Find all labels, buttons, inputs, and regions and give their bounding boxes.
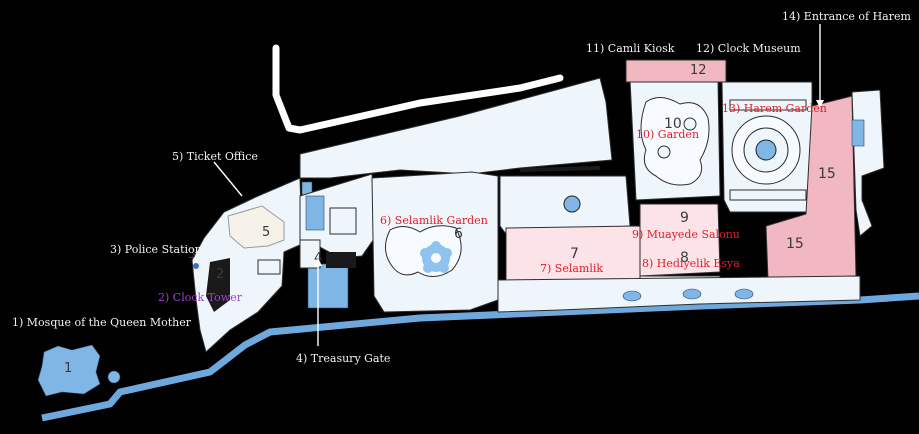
num-5: 5 bbox=[262, 225, 270, 240]
harem-entrance-arrowhead bbox=[816, 100, 824, 108]
label-clock-tower: 2) Clock Tower bbox=[158, 291, 243, 304]
num-15a: 15 bbox=[818, 166, 836, 182]
western-grounds bbox=[191, 177, 313, 353]
label-selamlik: 7) Selamlik bbox=[540, 262, 603, 275]
harem-garden bbox=[721, 81, 813, 213]
northern-terrace-inner bbox=[520, 166, 600, 172]
label-camli-kiosk: 11) Camli Kiosk bbox=[586, 42, 675, 55]
label-harem-garden: 13) Harem Garden bbox=[722, 102, 827, 115]
northern-terrace bbox=[299, 77, 613, 179]
label-mosque: 1) Mosque of the Queen Mother bbox=[12, 316, 192, 329]
num-9: 9 bbox=[680, 210, 689, 226]
label-treasury: 4) Treasury Gate bbox=[296, 352, 390, 365]
north-road bbox=[272, 44, 564, 134]
label-garden-10: 10) Garden bbox=[636, 128, 699, 141]
label-ticket: 5) Ticket Office bbox=[172, 150, 258, 163]
harem-block bbox=[765, 89, 885, 281]
num-10: 10 bbox=[664, 116, 682, 132]
label-hediyelik: 8) Hediyelik Esya bbox=[642, 257, 740, 270]
small-pools bbox=[622, 288, 754, 302]
selamlik-garden bbox=[371, 171, 499, 313]
num-1: 1 bbox=[64, 361, 72, 376]
num-7: 7 bbox=[570, 246, 579, 262]
num-6: 6 bbox=[454, 226, 463, 242]
mosque-queen-mother-building bbox=[37, 344, 121, 397]
num-3: 3 bbox=[188, 247, 196, 262]
ticket-office-arrow bbox=[213, 161, 243, 197]
num-8: 8 bbox=[680, 250, 689, 266]
shore-wall bbox=[41, 292, 919, 422]
num-15b: 15 bbox=[786, 236, 804, 252]
label-clock-museum: 12) Clock Museum bbox=[696, 42, 801, 55]
label-selamlik-garden: 6) Selamlik Garden bbox=[380, 214, 488, 227]
clock-museum bbox=[625, 59, 727, 83]
treasury-gate-arrowhead bbox=[314, 258, 322, 266]
police-station-marker bbox=[193, 263, 199, 269]
label-harem-entrance: 14) Entrance of Harem bbox=[782, 10, 911, 23]
treasury-gate-area bbox=[299, 173, 377, 309]
label-muayede: 9) Muayede Salonu bbox=[632, 228, 740, 241]
eastern-strip bbox=[497, 275, 861, 313]
garden-10 bbox=[629, 79, 721, 201]
num-12: 12 bbox=[690, 63, 707, 78]
label-police: 3) Police Station bbox=[110, 243, 202, 256]
num-2: 2 bbox=[216, 267, 224, 282]
